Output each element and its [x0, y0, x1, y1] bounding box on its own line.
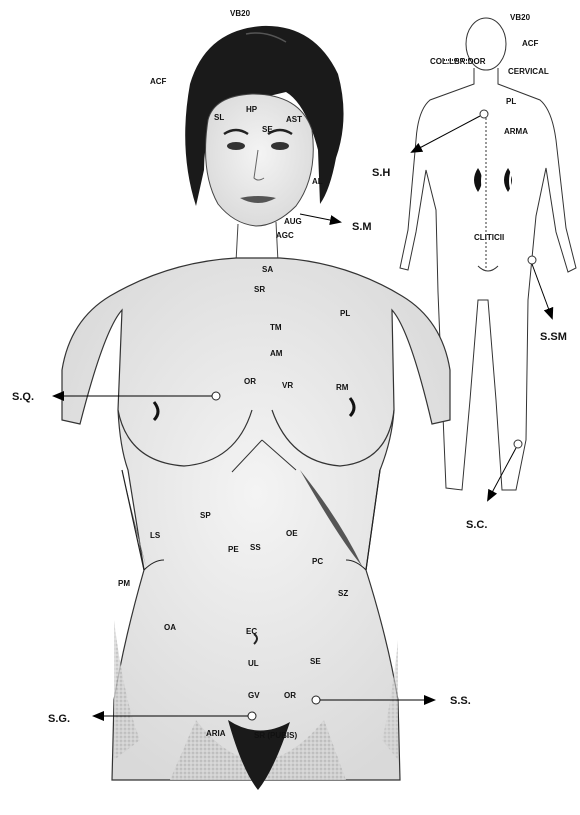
- label-oa: OA: [164, 623, 176, 632]
- point-marker: [312, 696, 320, 704]
- label-hp: HP: [246, 105, 258, 114]
- label-tm: TM: [270, 323, 282, 332]
- label-ls: LS: [150, 531, 161, 540]
- label-sr: SR: [254, 285, 265, 294]
- label-ast: AST: [286, 115, 302, 124]
- label-arrow-sq: S.Q.: [12, 391, 34, 403]
- label-ul: UL: [248, 659, 259, 668]
- label-pm: PM: [118, 579, 130, 588]
- label-arrow-ss: S.S.: [450, 695, 471, 707]
- label-gv: GV: [248, 691, 260, 700]
- label-or-low: OR: [284, 691, 296, 700]
- label-sl: SL: [214, 113, 224, 122]
- label-aug: AUG: [284, 217, 302, 226]
- label-oe: OE: [286, 529, 298, 538]
- label-pl: PL: [340, 309, 350, 318]
- label-vb20-front: VB20: [230, 9, 251, 18]
- label-sp: SP: [200, 511, 211, 520]
- arrow-sc: [488, 448, 516, 500]
- label-cliticii: CLITICII: [474, 233, 504, 242]
- label-arrow-sm: S.M: [352, 221, 372, 233]
- label-sr-pubis: SR (PUBIS): [254, 731, 297, 740]
- label-or: OR: [244, 377, 256, 386]
- point-marker: [212, 392, 220, 400]
- label-sa: SA: [262, 265, 273, 274]
- label-arrow-sh: S.H: [372, 167, 390, 179]
- label-pl-back: PL: [506, 97, 516, 106]
- arrow-sm: [300, 214, 340, 222]
- label-vr: VR: [282, 381, 293, 390]
- arrow-sh: [412, 116, 480, 152]
- label-arrow-ssm: S.SM: [540, 331, 567, 343]
- label-am: AM: [270, 349, 283, 358]
- arrow-ssm: [532, 264, 552, 318]
- label-agc: AGC: [276, 231, 294, 240]
- label-se: SE: [262, 125, 273, 134]
- point-marker: [248, 712, 256, 720]
- label-pe: PE: [228, 545, 239, 554]
- label-acf-front: ACF: [150, 77, 167, 86]
- label-col: COL.LBR.DOR: [430, 57, 486, 66]
- label-cervical: CERVICAL: [508, 67, 549, 76]
- label-arrow-sc: S.C.: [466, 519, 487, 531]
- label-al: AL: [312, 177, 323, 186]
- label-sz: SZ: [338, 589, 348, 598]
- back-figure: [400, 18, 576, 490]
- label-aria: ARIA: [206, 729, 226, 738]
- torso: [62, 258, 450, 790]
- label-arma: ARMA: [504, 127, 528, 136]
- label-vb20-back: VB20: [510, 13, 531, 22]
- label-pc: PC: [312, 557, 323, 566]
- label-acf-back: ACF: [522, 39, 539, 48]
- label-se-lower: SE: [310, 657, 321, 666]
- label-ec: EC: [246, 627, 257, 636]
- label-rm: RM: [336, 383, 349, 392]
- label-arrow-sg: S.G.: [48, 713, 70, 725]
- label-ss: SS: [250, 543, 261, 552]
